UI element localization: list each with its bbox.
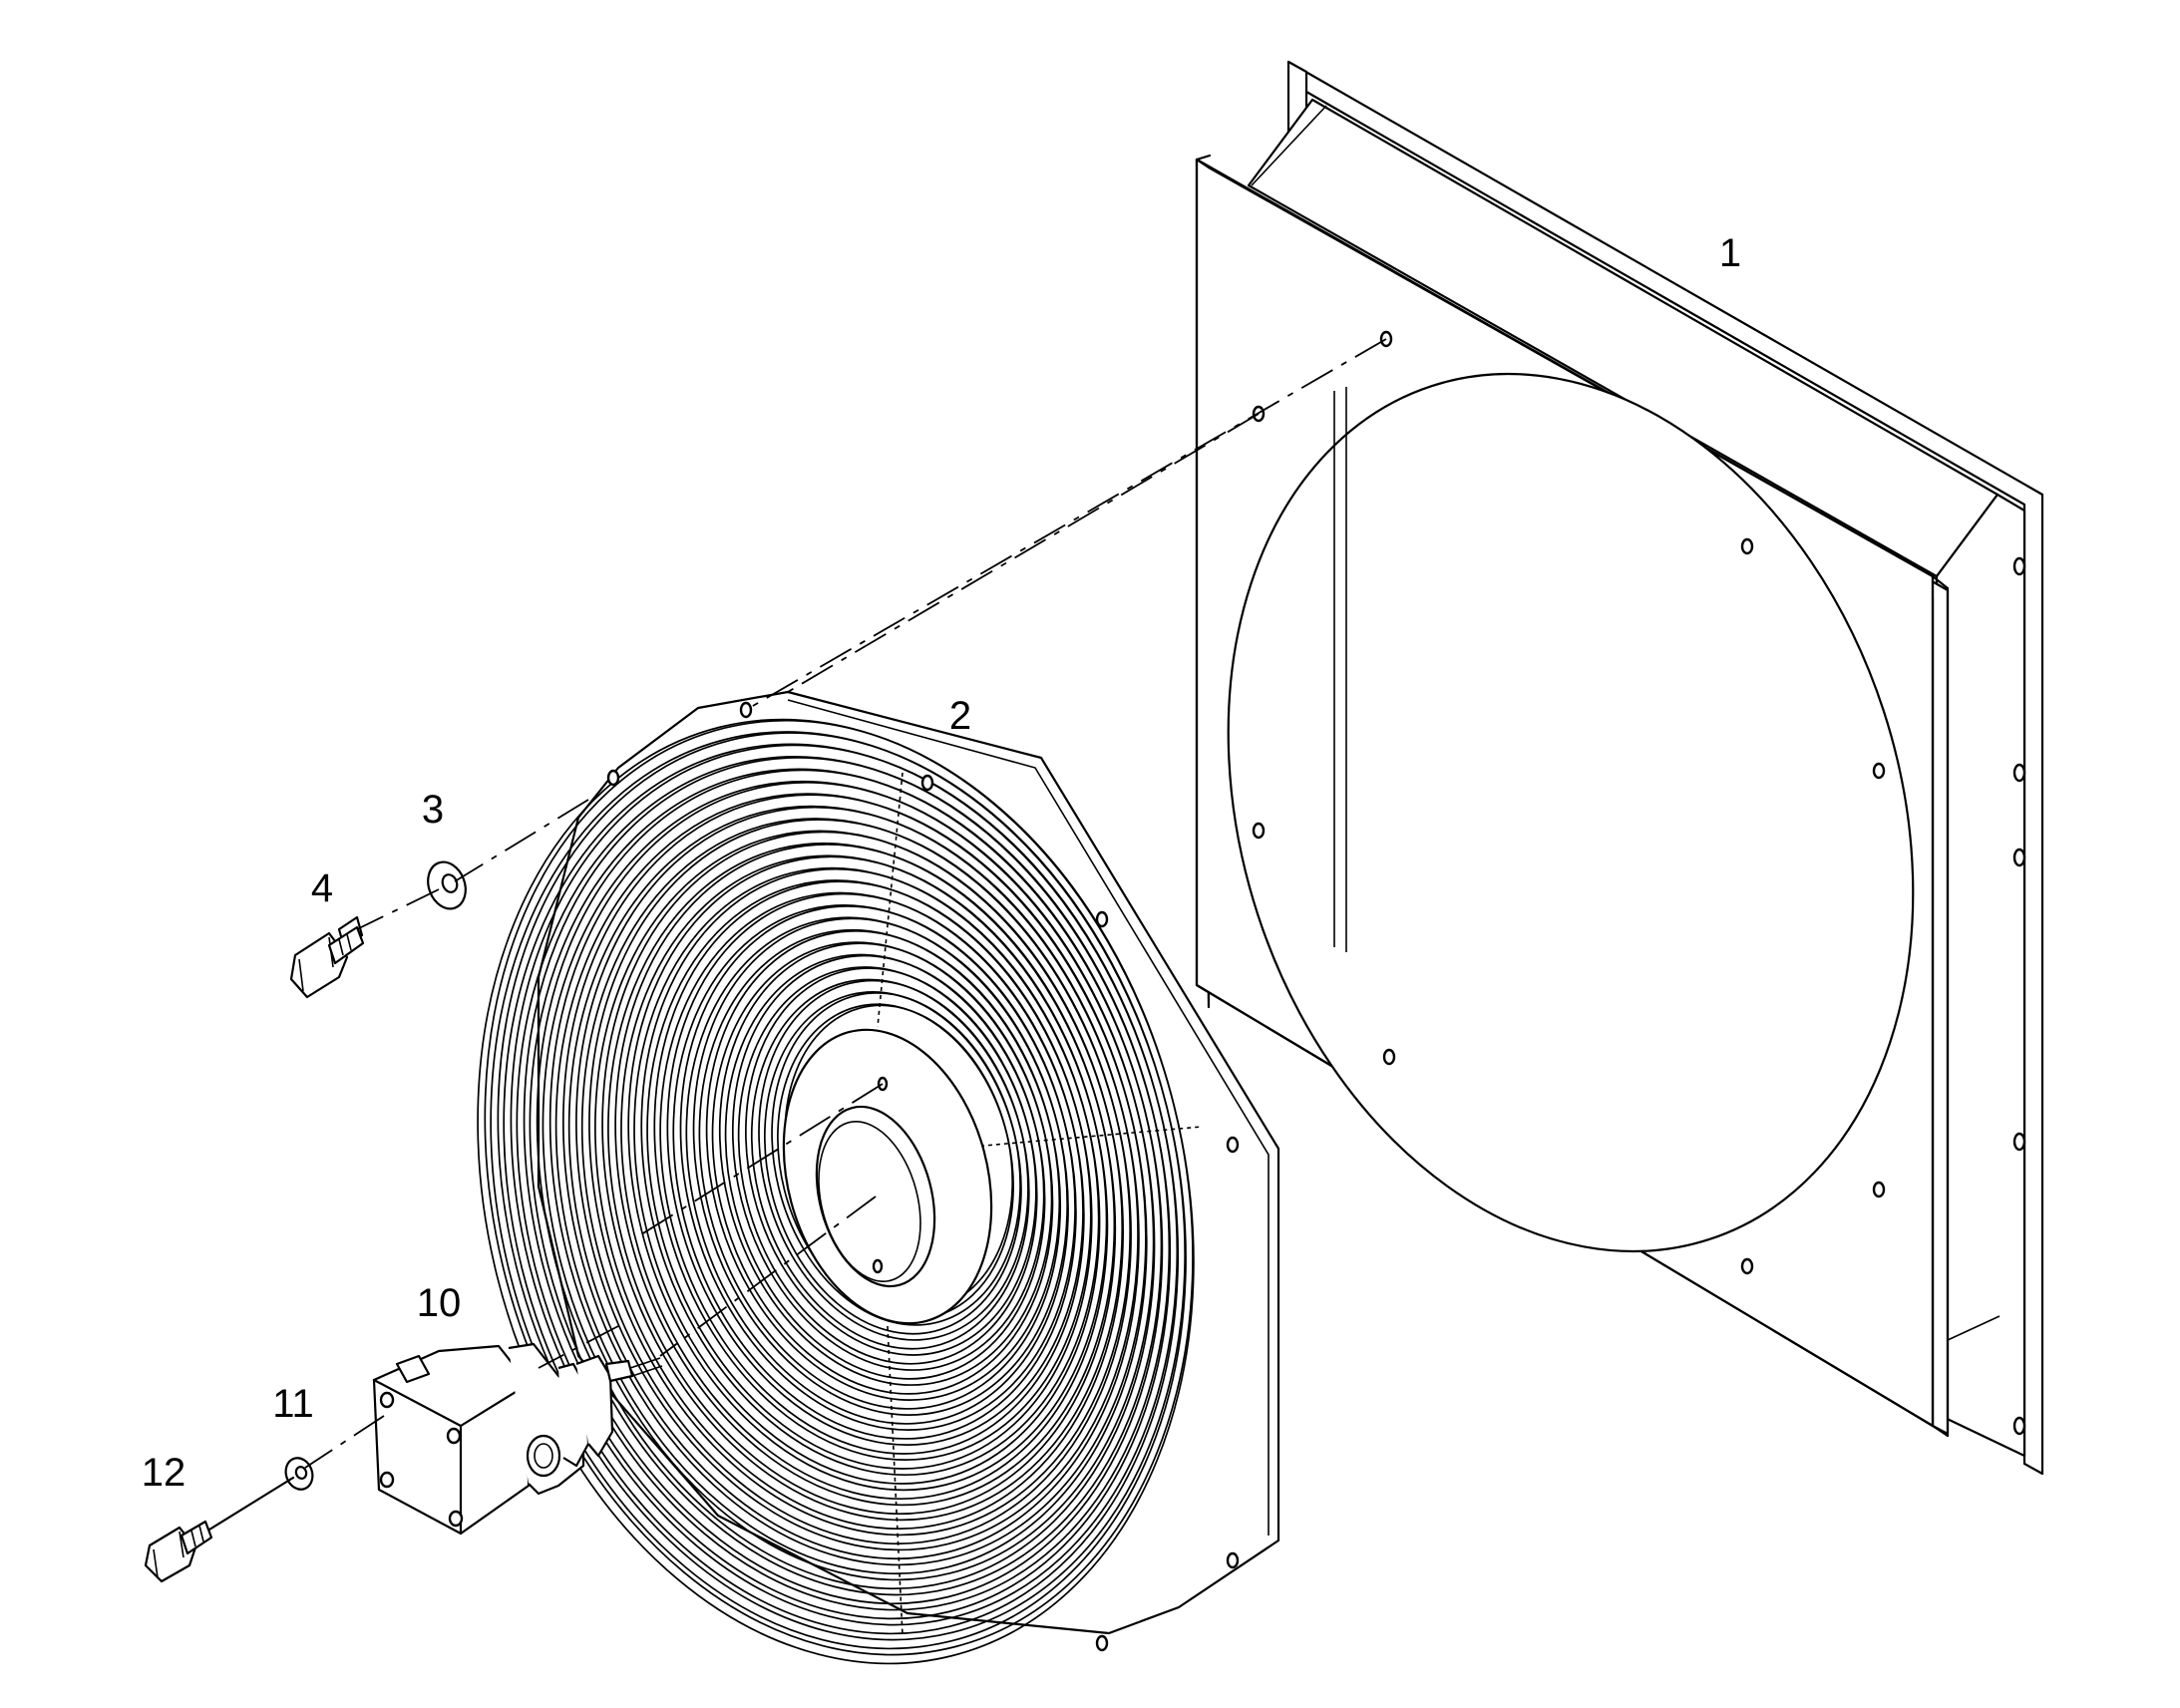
guard-ring: [601, 831, 1124, 1522]
washer-icon: [427, 860, 467, 910]
guard-ring: [771, 992, 1021, 1326]
washer-icon: [284, 1457, 314, 1491]
callout-3: 3: [421, 788, 445, 832]
guard-ring: [745, 967, 1037, 1356]
bolt-icon: [144, 1520, 213, 1583]
fan-motor-icon: [372, 1342, 663, 1536]
guard-ring: [679, 905, 1076, 1431]
guard-ring: [653, 880, 1092, 1461]
fan-shroud-frame-icon: [1195, 60, 2044, 1476]
callout-2: 2: [948, 694, 972, 738]
fan-guard-icon: [477, 690, 1280, 1665]
guard-ring: [718, 942, 1053, 1386]
guard-ring: [536, 769, 1163, 1596]
guard-ring: [497, 732, 1186, 1641]
guard-ring: [561, 794, 1147, 1566]
guard-ring: [510, 744, 1179, 1626]
guard-ring: [523, 757, 1171, 1611]
guard-ring: [575, 806, 1139, 1551]
callout-11: 11: [272, 1382, 314, 1426]
callout-1: 1: [1718, 231, 1742, 275]
guard-ring: [614, 844, 1116, 1507]
callout-12: 12: [141, 1451, 186, 1495]
guard-ring: [692, 917, 1069, 1416]
guard-ring: [627, 855, 1108, 1492]
guard-ring: [705, 929, 1061, 1401]
guard-ring: [588, 819, 1132, 1537]
callout-4: 4: [310, 866, 334, 910]
assembly-lines: [207, 338, 1387, 1532]
guard-spoke: [971, 1126, 1203, 1148]
callout-10: 10: [416, 1281, 462, 1325]
guard-ring: [666, 892, 1084, 1446]
guard-ring: [758, 979, 1029, 1341]
guard-spoke: [887, 1325, 904, 1636]
guard-ring: [484, 719, 1194, 1656]
guard-spoke: [877, 772, 904, 1028]
guard-ring: [548, 781, 1155, 1581]
guard-ring: [731, 954, 1045, 1371]
bolt-icon: [289, 915, 365, 999]
